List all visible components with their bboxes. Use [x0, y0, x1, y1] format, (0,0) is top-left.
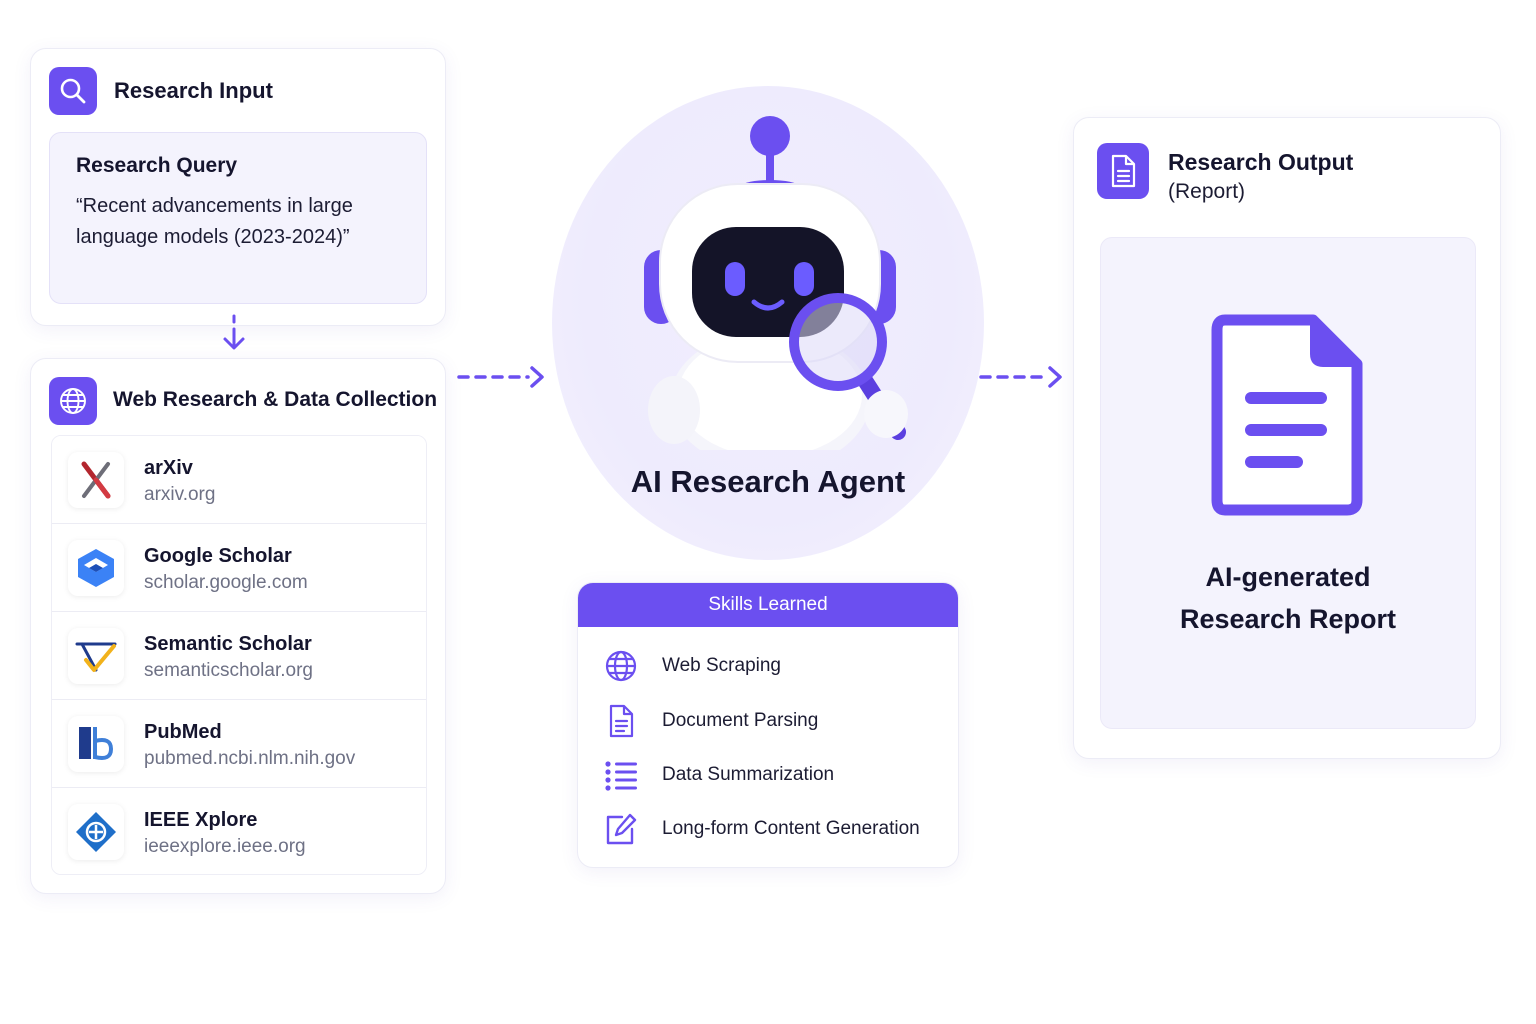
- source-item-google-scholar[interactable]: Google Scholar scholar.google.com: [52, 524, 426, 612]
- source-url: pubmed.ncbi.nlm.nih.gov: [144, 748, 356, 769]
- source-item-arxiv[interactable]: arXiv arxiv.org: [52, 436, 426, 524]
- skill-item-document-parsing: Document Parsing: [578, 700, 958, 740]
- report-caption-line1: AI-generated: [1205, 562, 1371, 592]
- document-icon: [609, 704, 634, 738]
- skill-label: Long-form Content Generation: [662, 818, 920, 839]
- skills-header: Skills Learned: [578, 583, 958, 627]
- robot-with-magnifier-icon: [644, 116, 908, 450]
- source-name: Semantic Scholar: [144, 633, 312, 655]
- arxiv-logo-icon: [68, 452, 124, 508]
- list-icon: [605, 761, 637, 791]
- search-icon: [49, 67, 97, 115]
- flow-arrow-to-agent: [457, 366, 544, 388]
- research-query-box: Research Query “Recent advancements in l…: [49, 132, 427, 304]
- web-research-title: Web Research & Data Collection: [113, 388, 438, 411]
- skill-item-web-scraping: Web Scraping: [578, 645, 958, 685]
- edit-icon: [606, 813, 637, 845]
- globe-icon: [605, 650, 637, 682]
- skill-item-long-form-content-generation: Long-form Content Generation: [578, 808, 958, 848]
- flow-arrow-to-output: [979, 366, 1062, 388]
- research-output-card: Research Output (Report) AI-generated Re…: [1073, 117, 1501, 759]
- pubmed-logo-icon: [68, 716, 124, 772]
- skill-label: Web Scraping: [662, 655, 781, 676]
- agent-title: AI Research Agent: [630, 464, 906, 499]
- skill-label: Document Parsing: [662, 710, 819, 731]
- research-input-card: Research Input Research Query “Recent ad…: [30, 48, 446, 326]
- source-item-ieee-xplore[interactable]: IEEE Xplore ieeexplore.ieee.org: [52, 788, 426, 874]
- research-input-title: Research Input: [114, 78, 273, 103]
- research-query-title: Research Query: [76, 154, 238, 177]
- web-research-card: Web Research & Data Collection arXiv arx…: [30, 358, 446, 894]
- research-query-text: “Recent advancements in large language m…: [76, 195, 353, 248]
- globe-icon: [49, 377, 97, 425]
- source-url: semanticscholar.org: [144, 660, 313, 681]
- ieee-logo-icon: [68, 804, 124, 860]
- source-item-semantic-scholar[interactable]: Semantic Scholar semanticscholar.org: [52, 612, 426, 700]
- skills-card: Skills Learned Web Scraping Document Par…: [577, 582, 959, 868]
- google-scholar-logo-icon: [68, 540, 124, 596]
- skill-label: Data Summarization: [662, 764, 835, 785]
- source-name: IEEE Xplore: [144, 809, 258, 831]
- research-output-title: Research Output: [1168, 149, 1354, 175]
- source-item-pubmed[interactable]: PubMed pubmed.ncbi.nlm.nih.gov: [52, 700, 426, 788]
- report-caption-line2: Research Report: [1179, 604, 1397, 634]
- source-name: Google Scholar: [144, 545, 292, 567]
- report-preview: AI-generated Research Report: [1100, 237, 1476, 729]
- report-document-icon: [1211, 314, 1363, 516]
- down-arrow: [223, 314, 245, 350]
- skill-item-data-summarization: Data Summarization: [578, 754, 958, 794]
- source-url: ieeexplore.ieee.org: [144, 836, 306, 857]
- semantic-scholar-logo-icon: [68, 628, 124, 684]
- source-url: scholar.google.com: [144, 572, 308, 593]
- source-name: PubMed: [144, 721, 222, 743]
- source-url: arxiv.org: [144, 484, 216, 505]
- research-output-subtitle: (Report): [1168, 180, 1246, 203]
- source-list: arXiv arxiv.org Google Scholar scholar.g…: [51, 435, 427, 875]
- document-icon: [1097, 143, 1149, 199]
- report-caption: AI-generated Research Report: [1101, 556, 1475, 640]
- source-name: arXiv: [144, 457, 193, 479]
